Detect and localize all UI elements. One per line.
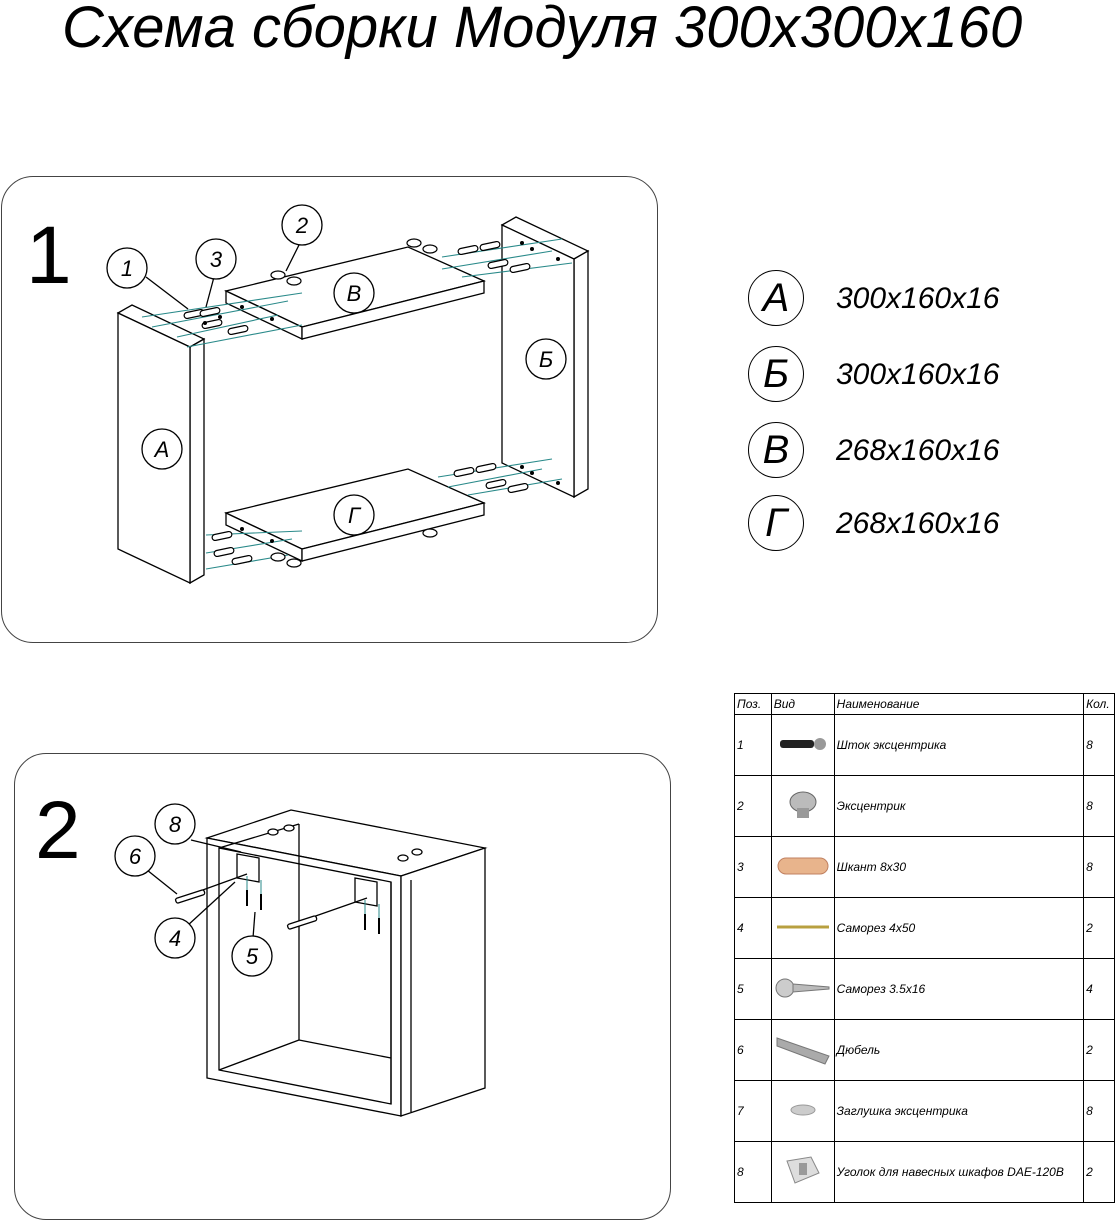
table-header-row: Поз. Вид Наименование Кол. — [734, 693, 1115, 715]
dimension-row: Б 300x160x16 — [748, 346, 1088, 406]
dimension-letter: В — [748, 422, 804, 478]
row-name: Уголок для навесных шкафов DAE-120B — [833, 1141, 1085, 1203]
dowel-icon — [770, 836, 835, 898]
panel-g-side — [301, 502, 485, 562]
table-row: 2 Эксцентрик 8 — [734, 775, 1115, 837]
bracket-left — [236, 853, 260, 883]
callout-1-label: 1 — [121, 256, 133, 281]
callout-3-label: 3 — [210, 247, 223, 272]
panel-b-front-edge — [573, 249, 589, 499]
table-row: 4 Саморез 4х50 2 — [734, 897, 1115, 959]
eccentric-rod-icon — [770, 714, 835, 776]
row-qty: 8 — [1083, 714, 1115, 776]
row-qty: 2 — [1083, 1141, 1115, 1203]
header-pos: Поз. — [734, 693, 772, 715]
step-2-number: 2 — [35, 785, 81, 876]
table-row: 7 Заглушка эксцентрика 8 — [734, 1080, 1115, 1142]
step-1-number: 1 — [26, 210, 72, 301]
callout-3-circle — [195, 238, 237, 280]
parts-table: Поз. Вид Наименование Кол. 1 Шток эксцен… — [734, 693, 1115, 1203]
dimension-row: А 300x160x16 — [748, 270, 1088, 330]
row-pos: 8 — [734, 1141, 772, 1203]
panel-b-label: Б — [539, 347, 553, 372]
row-name: Дюбель — [833, 1019, 1085, 1081]
dimension-size: 300x160x16 — [836, 282, 1000, 315]
callout-8-label: 8 — [169, 812, 182, 837]
panel-v-side — [301, 280, 485, 340]
short-screw-icon — [770, 958, 835, 1020]
row-qty: 2 — [1083, 1019, 1115, 1081]
panel-a-front-edge — [189, 337, 205, 585]
header-qty: Кол. — [1083, 693, 1115, 715]
callout-1-circle — [106, 247, 148, 289]
row-name: Шток эксцентрика — [833, 714, 1085, 776]
callout-2-label: 2 — [295, 213, 308, 238]
row-qty: 2 — [1083, 897, 1115, 959]
dimension-size: 268x160x16 — [836, 434, 1000, 467]
dimension-letter: А — [748, 270, 804, 326]
long-screw-icon — [770, 897, 835, 959]
callout-8-circle — [154, 803, 196, 845]
eccentric-icon — [770, 775, 835, 837]
dimension-row: В 268x160x16 — [748, 422, 1088, 482]
callout-5-circle — [231, 935, 273, 977]
cabinet-side — [400, 847, 486, 1117]
panel-g-label: Г — [348, 503, 362, 528]
header-name: Наименование — [833, 693, 1085, 715]
step-2-diagram: 8 6 4 5 — [114, 803, 488, 1117]
row-pos: 3 — [734, 836, 772, 898]
row-name: Эксцентрик — [833, 775, 1085, 837]
panel-g-label-circle — [333, 494, 375, 536]
callout-5-label: 5 — [246, 944, 259, 969]
cap-icon — [770, 1080, 835, 1142]
dimension-size: 300x160x16 — [836, 358, 1000, 391]
panel-v-label-circle — [333, 272, 375, 314]
callout-2-circle — [281, 204, 323, 246]
page-title: Схема сборки Модуля 300х300х160 — [62, 0, 1023, 60]
step-2-panel: 2 — [14, 753, 671, 1220]
dimension-size: 268x160x16 — [836, 507, 1000, 540]
callout-6-circle — [114, 835, 156, 877]
panel-a-label-circle — [141, 428, 183, 470]
row-pos: 7 — [734, 1080, 772, 1142]
row-name: Заглушка эксцентрика — [833, 1080, 1085, 1142]
table-row: 5 Саморез 3.5х16 4 — [734, 958, 1115, 1020]
dimension-letter: Г — [748, 495, 804, 551]
row-pos: 2 — [734, 775, 772, 837]
wall-plug-icon — [770, 1019, 835, 1081]
header-view: Вид — [770, 693, 835, 715]
table-row: 8 Уголок для навесных шкафов DAE-120B 2 — [734, 1141, 1115, 1203]
row-pos: 5 — [734, 958, 772, 1020]
step-1-diagram: 1 3 2 В Б А Г — [106, 204, 590, 585]
panel-a-label: А — [153, 437, 170, 462]
panel-b-label-circle — [525, 338, 567, 380]
step-1-panel: 1 — [1, 176, 658, 643]
table-row: 6 Дюбель 2 — [734, 1019, 1115, 1081]
row-qty: 8 — [1083, 1080, 1115, 1142]
row-qty: 8 — [1083, 836, 1115, 898]
callout-4-circle — [154, 917, 196, 959]
row-pos: 1 — [734, 714, 772, 776]
dimension-row: Г 268x160x16 — [748, 495, 1088, 555]
dimension-letter: Б — [748, 346, 804, 402]
table-row: 3 Шкант 8х30 8 — [734, 836, 1115, 898]
row-qty: 8 — [1083, 775, 1115, 837]
row-name: Саморез 3.5х16 — [833, 958, 1085, 1020]
row-pos: 4 — [734, 897, 772, 959]
callout-4-label: 4 — [169, 926, 181, 951]
callout-6-label: 6 — [129, 844, 142, 869]
row-qty: 4 — [1083, 958, 1115, 1020]
bracket-right — [354, 877, 378, 907]
row-name: Шкант 8х30 — [833, 836, 1085, 898]
panel-v-label: В — [347, 281, 362, 306]
bracket-icon — [770, 1141, 835, 1203]
table-row: 1 Шток эксцентрика 8 — [734, 714, 1115, 776]
row-name: Саморез 4х50 — [833, 897, 1085, 959]
row-pos: 6 — [734, 1019, 772, 1081]
